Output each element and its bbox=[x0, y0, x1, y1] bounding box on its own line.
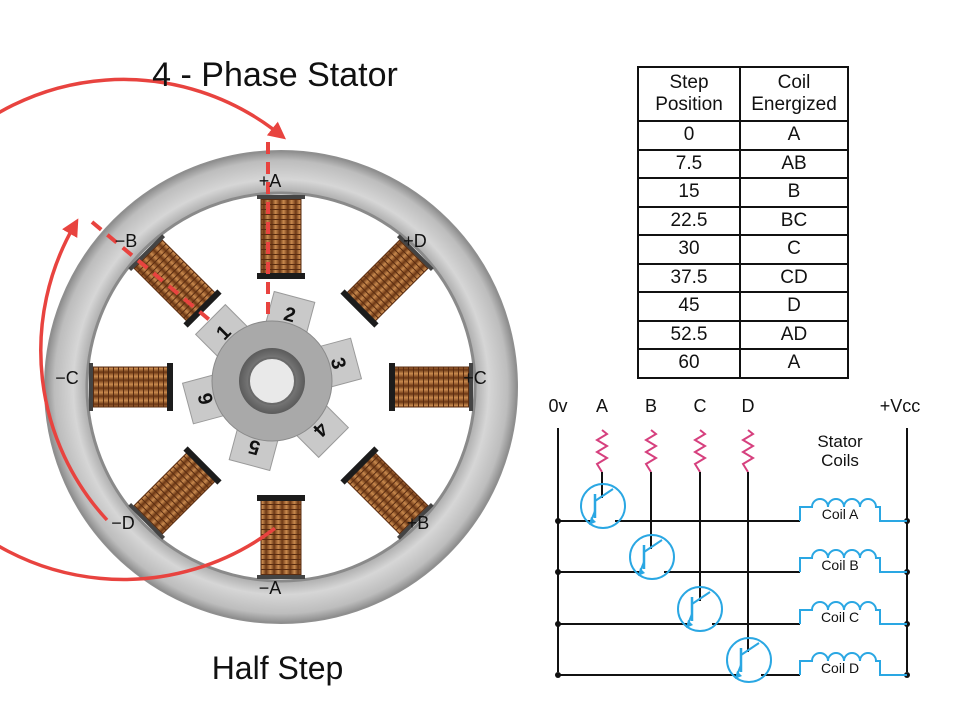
transistor bbox=[629, 534, 675, 580]
stator-coil bbox=[340, 446, 434, 540]
stator-coil bbox=[389, 363, 473, 411]
coil-label: Coil A bbox=[822, 506, 859, 522]
transistor bbox=[677, 586, 723, 632]
stator-coil bbox=[257, 495, 305, 579]
rotor-tooth-label: 3 bbox=[326, 355, 350, 371]
phase-label: B bbox=[645, 396, 657, 416]
coil-energized-cell: BC bbox=[739, 205, 849, 236]
resistor bbox=[741, 429, 755, 473]
stator-coil-symbol bbox=[798, 652, 907, 676]
phase-label: D bbox=[742, 396, 755, 416]
step-position-cell: 30 bbox=[637, 234, 741, 265]
coil-energized-cell: CD bbox=[739, 262, 849, 293]
pole-label: +B bbox=[407, 513, 430, 533]
stator-coil-symbol bbox=[798, 601, 907, 625]
step-position-cell: 52.5 bbox=[637, 319, 741, 350]
step-mode-label: Half Step bbox=[211, 650, 344, 686]
coil-energized-cell: A bbox=[739, 120, 849, 151]
resistor bbox=[693, 429, 707, 473]
pole-label: −B bbox=[115, 231, 138, 251]
table-header-row: Step Position Coil Energized bbox=[637, 66, 849, 122]
phase-label: C bbox=[694, 396, 707, 416]
step-position-cell: 22.5 bbox=[637, 205, 741, 236]
step-position-cell: 37.5 bbox=[637, 262, 741, 293]
pole-label: −A bbox=[259, 578, 282, 598]
coil-energized-cell: A bbox=[739, 348, 849, 379]
rotation-arrow-outer bbox=[0, 77, 287, 582]
rotor-tooth: 4 bbox=[289, 398, 350, 459]
rotor-tooth-label: 5 bbox=[246, 435, 262, 459]
transistor bbox=[580, 483, 626, 529]
stator-coil bbox=[340, 234, 434, 328]
resistor bbox=[595, 429, 609, 473]
vcc-label: +Vcc bbox=[880, 396, 921, 416]
stator-coil bbox=[89, 363, 173, 411]
stator-coil-symbol bbox=[798, 498, 907, 522]
step-position-cell: 0 bbox=[637, 120, 741, 151]
coil-energized-cell: B bbox=[739, 177, 849, 208]
stator-coils-label: Coils bbox=[821, 451, 859, 470]
stator-coils-label: Stator bbox=[817, 432, 863, 451]
stator-coil bbox=[128, 446, 222, 540]
coil-label: Coil D bbox=[821, 660, 859, 676]
rotor-tooth-label: 6 bbox=[194, 390, 218, 406]
header-coil-energized: Coil Energized bbox=[739, 66, 849, 122]
transistor bbox=[726, 637, 772, 683]
step-position-cell: 7.5 bbox=[637, 148, 741, 179]
coil-label: Coil C bbox=[821, 609, 859, 625]
coil-label: Coil B bbox=[821, 557, 858, 573]
phase-label: A bbox=[596, 396, 608, 416]
rotation-arrow-left bbox=[39, 218, 109, 522]
pole-label: +A bbox=[259, 171, 282, 191]
ground-label: 0v bbox=[548, 396, 567, 416]
alignment-line-b bbox=[90, 220, 214, 324]
pole-label: −D bbox=[111, 513, 135, 533]
rotor-tooth-label: 2 bbox=[281, 303, 297, 327]
step-position-cell: 60 bbox=[637, 348, 741, 379]
pole-label: +C bbox=[463, 368, 487, 388]
header-step-position: Step Position bbox=[637, 66, 741, 122]
stator-title: 4 - Phase Stator bbox=[152, 56, 398, 94]
stator-coil-symbol bbox=[798, 549, 907, 573]
resistor bbox=[644, 429, 658, 473]
pole-label: −C bbox=[55, 368, 79, 388]
pole-label: +D bbox=[403, 231, 427, 251]
rotor-shaft bbox=[248, 357, 296, 405]
